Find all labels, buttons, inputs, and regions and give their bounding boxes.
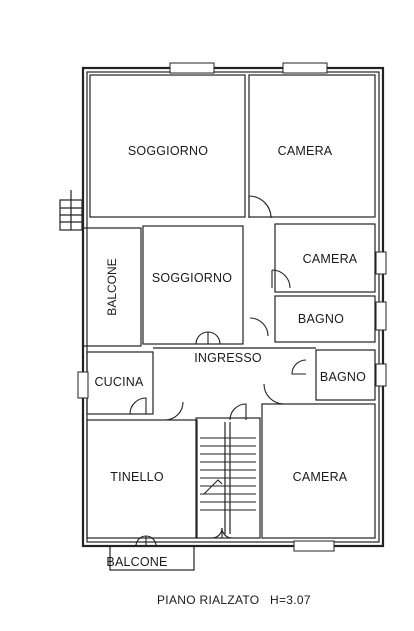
windows bbox=[77, 62, 387, 552]
room-label-balcone-bottom: BALCONE bbox=[106, 555, 167, 569]
room-label-tinello: TINELLO bbox=[110, 470, 164, 484]
room-label-soggiorno-mid: SOGGIORNO bbox=[152, 271, 232, 285]
room-label-camera-bottom: CAMERA bbox=[293, 470, 348, 484]
room-label-balcone-left: BALCONE bbox=[105, 258, 119, 315]
room-label-soggiorno-top: SOGGIORNO bbox=[128, 144, 208, 158]
interior-walls bbox=[82, 74, 376, 539]
staircase bbox=[200, 422, 256, 534]
room-label-camera-top: CAMERA bbox=[278, 144, 333, 158]
room-label-bagno-upper: BAGNO bbox=[298, 312, 344, 326]
room-label-cucina: CUCINA bbox=[94, 375, 144, 389]
external-stair bbox=[59, 190, 83, 231]
room-label-camera-mid: CAMERA bbox=[303, 252, 358, 266]
door-swings bbox=[129, 195, 307, 547]
height-caption: H=3.07 bbox=[270, 593, 311, 607]
floor-caption: PIANO RIALZATO bbox=[157, 593, 259, 607]
room-label-bagno-lower: BAGNO bbox=[320, 370, 366, 384]
room-label-ingresso: INGRESSO bbox=[194, 351, 262, 365]
balcony-bottom bbox=[109, 545, 195, 571]
